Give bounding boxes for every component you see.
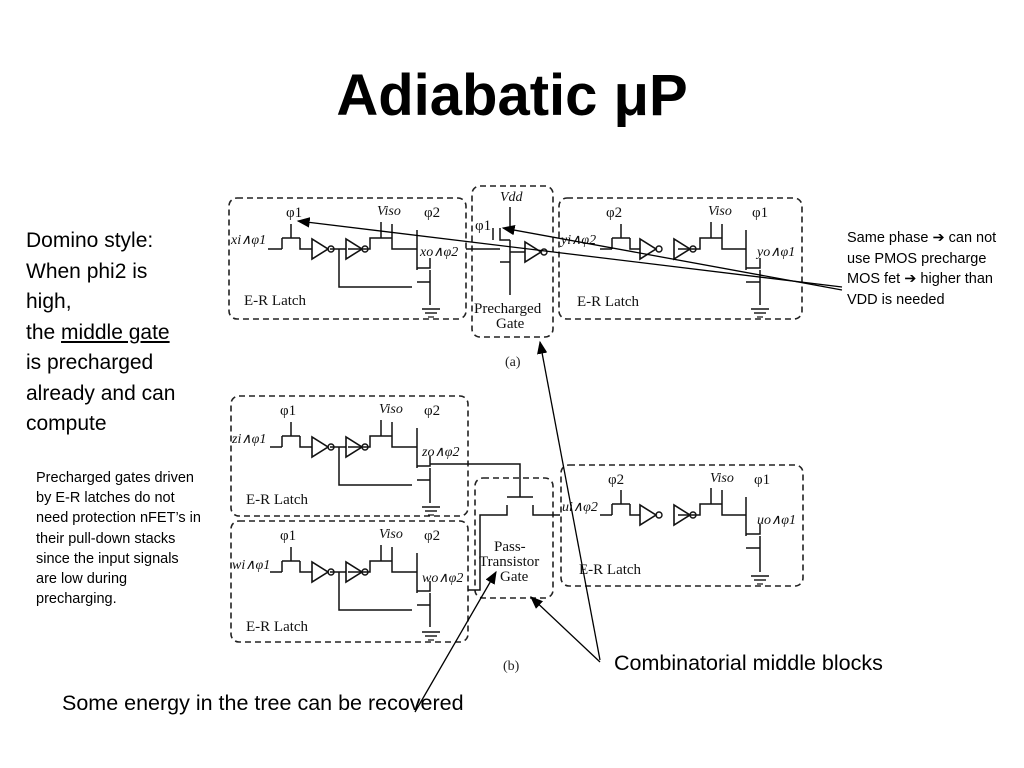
signal-label: zo∧φ2	[421, 445, 459, 460]
latch-b-top: φ1 Viso φ2 zi∧φ1 zo∧φ2 E-R Latch	[230, 395, 469, 517]
arrow-icon: ➔	[904, 271, 917, 287]
phi1-label: φ1	[475, 218, 491, 234]
gate-label: Gate	[496, 316, 525, 332]
phi2-label: φ2	[424, 528, 440, 544]
viso-label: Viso	[710, 471, 734, 486]
note-line: the middle gate	[26, 318, 226, 349]
caption-b: (b)	[503, 659, 520, 674]
phi1-label: φ1	[754, 472, 770, 488]
note-line: compute	[26, 412, 107, 435]
signal-label: xi∧φ1	[230, 233, 266, 248]
domino-style-note: Domino style: When phi2 is high, the mid…	[26, 226, 226, 440]
note-line: When phi2 is	[26, 259, 148, 283]
note-text: can not use PMOS precharge MOS fet	[847, 230, 997, 287]
pass-transistor-gate: Pass- Transistor Gate	[430, 463, 560, 599]
signal-label: uo∧φ1	[757, 513, 796, 528]
phi1-label: φ1	[752, 205, 768, 221]
latch-a-left: φ1 Viso φ2 xi∧φ1 xo∧φ2 E-R Latch	[228, 197, 467, 320]
gate-label: Gate	[500, 569, 529, 585]
phi1-label: φ1	[280, 528, 296, 544]
middle-gate-underlined: middle gate	[61, 320, 170, 344]
precharged-gates-note: Precharged gates driven by E-R latches d…	[36, 470, 201, 608]
precharged-gate-a: Vdd φ1 Precharged Gate	[466, 185, 554, 338]
phi1-label: φ1	[286, 205, 302, 221]
phi1-label: φ1	[280, 403, 296, 419]
note-text: the	[26, 320, 62, 344]
combinatorial-label: Combinatorial middle blocks	[614, 651, 883, 675]
same-phase-note: Same phase ➔ can not use PMOS precharge …	[847, 228, 1019, 310]
phi2-label: φ2	[424, 403, 440, 419]
annotation-arrows	[296, 217, 843, 713]
note-line: already and can	[26, 381, 176, 405]
gate-label: Transistor	[479, 554, 539, 570]
signal-label: zi∧φ1	[231, 432, 266, 447]
signal-label: yi∧φ2	[559, 233, 596, 248]
note-line: is precharged	[26, 351, 154, 374]
arrow-icon: ➔	[932, 230, 945, 246]
arrow-icon	[414, 570, 497, 713]
note-text: higher than VDD is needed	[847, 271, 993, 308]
latch-label: E-R Latch	[246, 619, 309, 635]
signal-label: wi∧φ1	[232, 558, 270, 573]
arrow-icon	[501, 224, 843, 291]
slide-title: Adiabatic μP	[336, 63, 688, 128]
viso-label: Viso	[377, 204, 401, 219]
caption-a: (a)	[505, 355, 521, 370]
latch-label: E-R Latch	[579, 562, 642, 578]
viso-label: Viso	[379, 527, 403, 542]
phi2-label: φ2	[608, 472, 624, 488]
latch-b-bottom: φ1 Viso φ2 wi∧φ1 wo∧φ2 E-R Latch	[230, 520, 469, 643]
latch-label: E-R Latch	[577, 294, 640, 310]
arrow-icon	[537, 340, 601, 661]
phi2-label: φ2	[606, 205, 622, 221]
arrow-icon	[530, 596, 601, 663]
gate-label: Pass-	[494, 539, 526, 555]
note-line: high,	[26, 290, 72, 313]
note-line: Domino style:	[26, 229, 154, 252]
viso-label: Viso	[708, 204, 732, 219]
latch-label: E-R Latch	[246, 492, 309, 508]
latch-b-right: φ2 Viso φ1 ui∧φ2 uo∧φ1 E-R Latch	[560, 464, 804, 587]
energy-recovered-label: Some energy in the tree can be recovered	[62, 691, 464, 715]
signal-label: xo∧φ2	[419, 245, 458, 260]
arrow-icon	[296, 217, 843, 288]
signal-label: yo∧φ1	[755, 245, 795, 260]
viso-label: Viso	[379, 402, 403, 417]
note-text: Same phase	[847, 230, 933, 246]
gate-label: Precharged	[474, 301, 542, 317]
latch-label: E-R Latch	[244, 293, 307, 309]
signal-label: ui∧φ2	[562, 500, 598, 515]
signal-label: wo∧φ2	[422, 571, 463, 586]
vdd-label: Vdd	[500, 190, 524, 205]
latch-a-right: φ2 Viso φ1 yi∧φ2 yo∧φ1 E-R Latch	[558, 197, 803, 320]
phi2-label: φ2	[424, 205, 440, 221]
